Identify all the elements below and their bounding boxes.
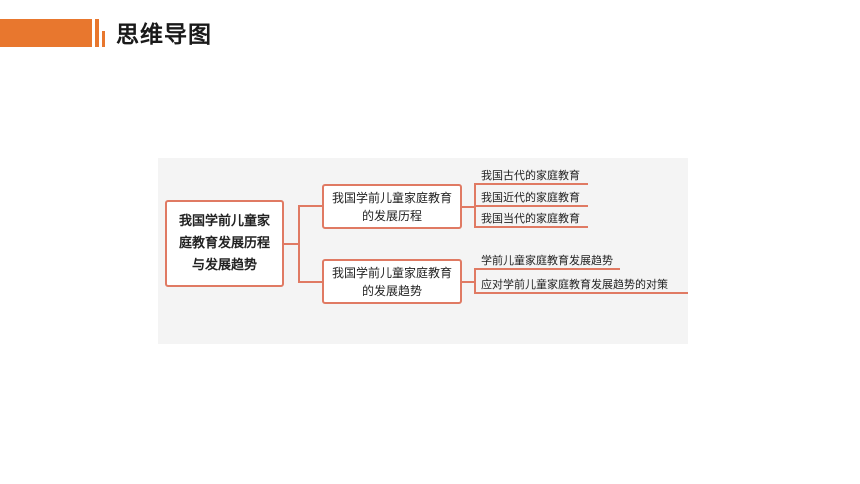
page-title: 思维导图 xyxy=(116,22,212,48)
connector-leaf-1-3 xyxy=(474,226,480,228)
title-accent-stripe xyxy=(95,19,99,47)
leaf-underline xyxy=(480,268,620,270)
leaf-underline xyxy=(480,226,588,228)
leaf-underline xyxy=(480,205,588,207)
root-node: 我国学前儿童家庭教育发展历程与发展趋势 xyxy=(165,200,284,287)
connector-root-out xyxy=(284,243,300,245)
leaf-node-countermeasure: 应对学前儿童家庭教育发展趋势的对策 xyxy=(481,278,668,291)
connector-to-branch-2 xyxy=(298,281,322,283)
connector-leaf-2-1 xyxy=(474,268,480,270)
leaf-node-ancient: 我国古代的家庭教育 xyxy=(481,169,580,182)
leaf-node-contemporary: 我国当代的家庭教育 xyxy=(481,212,580,225)
connector-branch-2-out xyxy=(462,281,476,283)
connector-leaf-2-2 xyxy=(474,292,480,294)
connector-leaf-1-1 xyxy=(474,183,480,185)
leaf-underline xyxy=(480,183,588,185)
connector-root-trunk xyxy=(298,205,300,283)
leaf-node-trend: 学前儿童家庭教育发展趋势 xyxy=(481,254,613,267)
branch-node-history: 我国学前儿童家庭教育的发展历程 xyxy=(322,184,462,229)
leaf-underline xyxy=(480,292,688,294)
branch-node-trend: 我国学前儿童家庭教育的发展趋势 xyxy=(322,259,462,304)
title-accent-stripe-small xyxy=(102,31,105,47)
leaf-node-modern: 我国近代的家庭教育 xyxy=(481,191,580,204)
connector-branch-2-trunk xyxy=(474,268,476,294)
title-accent-bar xyxy=(0,19,92,47)
connector-branch-1-out xyxy=(462,206,476,208)
connector-to-branch-1 xyxy=(298,205,322,207)
connector-leaf-1-2 xyxy=(474,205,480,207)
